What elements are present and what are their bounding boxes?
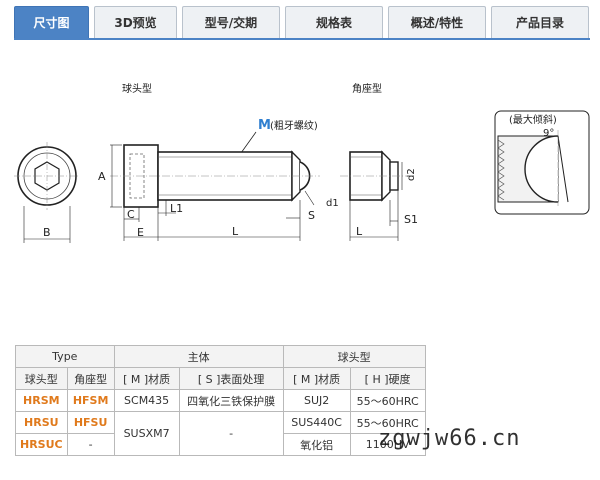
table-row: HRSUC - 氧化铝 1100HV [15,433,426,456]
type-header: Type [15,345,115,368]
svg-text:L: L [356,225,363,238]
col-ball-type: 球头型 [15,367,68,390]
ball-type-label: 球头型 [122,82,152,95]
col-material: [ M ]材质 [113,367,180,390]
svg-text:A: A [98,170,106,183]
cell-ball-material: 氧化铝 [282,433,351,456]
watermark: zgwjw66.cn [378,426,521,451]
col-hardness: [ H ]硬度 [349,367,426,390]
svg-text:L: L [232,225,239,238]
spec-table: Type 主体 球头型 球头型 角座型 [ M ]材质 [ S ]表面处理 [ … [15,345,426,456]
max-tilt-detail: (最大倾斜) 9° [494,110,590,215]
table-row: HRSM HFSM SCM435 四氧化三铁保护膜 SUJ2 55～60HRC [15,389,426,412]
col-ball-material: [ M ]材质 [282,367,351,390]
angle-type-side-view: d2 S1 L [340,150,418,241]
tab-bar: 尺寸图 3D预览 型号/交期 规格表 概述/特性 产品目录 [14,6,590,40]
code-ball[interactable]: HRSUC [15,433,68,456]
angle-type-label: 角座型 [352,82,382,95]
svg-text:S1: S1 [404,213,418,226]
cell-surface: 四氧化三铁保护膜 [178,389,284,412]
ball-header: 球头型 [282,345,426,368]
svg-text:E: E [137,226,144,239]
svg-text:C: C [127,208,135,221]
tab-spec-table[interactable]: 规格表 [285,6,383,38]
svg-text:(最大倾斜): (最大倾斜) [509,113,557,126]
tab-overview-features[interactable]: 概述/特性 [388,6,486,38]
cell-ball-material: SUS440C [282,411,351,434]
cell-hardness: 55～60HRC [349,411,426,434]
cell-ball-material: SUJ2 [282,389,351,412]
svg-text:B: B [43,226,51,239]
end-view: B [14,142,80,243]
cell-hardness: 55～60HRC [349,389,426,412]
tab-model-delivery[interactable]: 型号/交期 [182,6,280,38]
tab-3d-preview[interactable]: 3D预览 [94,6,177,38]
cell-surface: - [178,411,284,456]
svg-text:L1: L1 [170,202,183,215]
col-angle-type: 角座型 [66,367,115,390]
cell-hardness: 1100HV [349,433,426,456]
thread-note: (粗牙螺纹) [270,119,318,132]
table-row: HRSU HFSU SUSXM7 - SUS440C 55～60HRC [15,411,426,456]
leader-line [240,131,257,154]
tab-underline [14,38,590,40]
code-angle[interactable]: HFSU [66,411,115,434]
tab-product-catalog[interactable]: 产品目录 [491,6,589,38]
code-angle: - [66,433,115,456]
svg-text:d2: d2 [406,168,417,181]
main-body-header: 主体 [113,345,284,368]
code-angle[interactable]: HFSM [66,389,115,412]
cell-material: SCM435 [113,389,180,412]
svg-text:9°: 9° [543,128,554,139]
code-ball[interactable]: HRSM [15,389,68,412]
svg-text:d1: d1 [326,198,339,209]
tab-dimension-drawing[interactable]: 尺寸图 [14,6,89,38]
dimension-drawing: 球头型 角座型 M (粗牙螺纹) B A C [14,82,590,243]
col-surface-treatment: [ S ]表面处理 [178,367,284,390]
ball-type-side-view: A C L1 E L S d1 [98,144,339,241]
thread-m-label: M [258,118,271,133]
svg-text:S: S [308,209,315,222]
cell-material: SUSXM7 [113,411,180,456]
code-ball[interactable]: HRSU [15,411,68,434]
